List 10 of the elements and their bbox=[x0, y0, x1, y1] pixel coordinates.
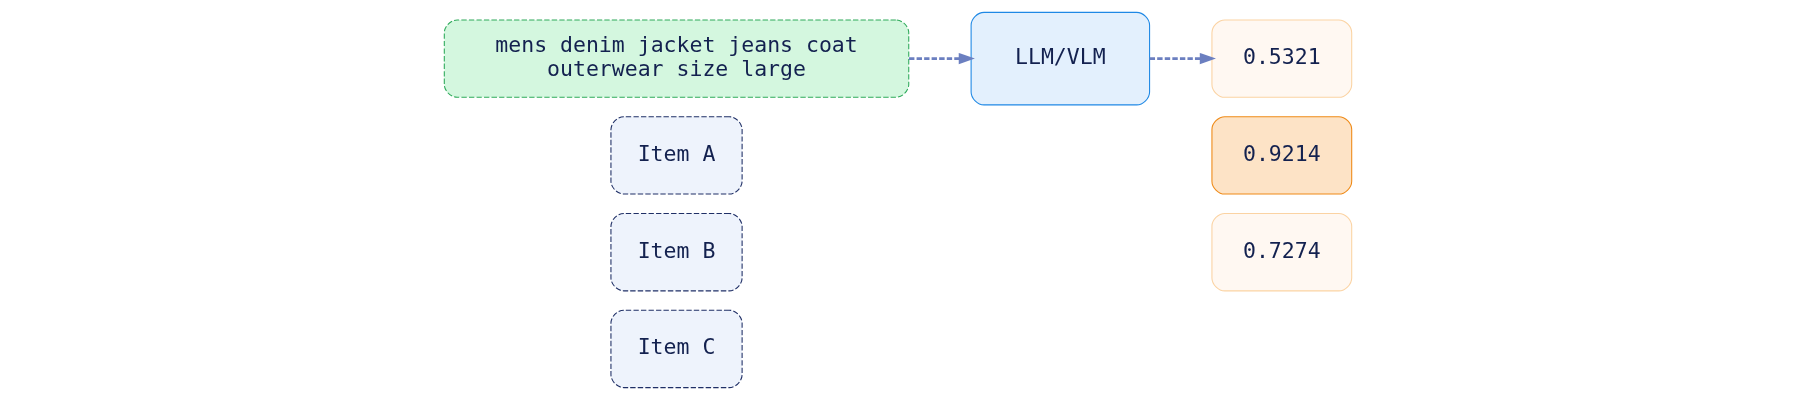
node-box: mens denim jacket jeans coat outerwear size large bbox=[443, 19, 910, 98]
node-box: 0.7274 bbox=[1211, 212, 1353, 292]
node-box: 0.5321 bbox=[1211, 19, 1353, 98]
node-box: LLM/VLM bbox=[970, 11, 1151, 106]
node-box: 0.9214 bbox=[1211, 116, 1353, 195]
arrow bbox=[908, 52, 975, 65]
arrow bbox=[1149, 52, 1216, 65]
node-box: Item A bbox=[610, 116, 743, 195]
node-box: Item C bbox=[610, 309, 743, 389]
node-box: Item B bbox=[610, 212, 743, 292]
